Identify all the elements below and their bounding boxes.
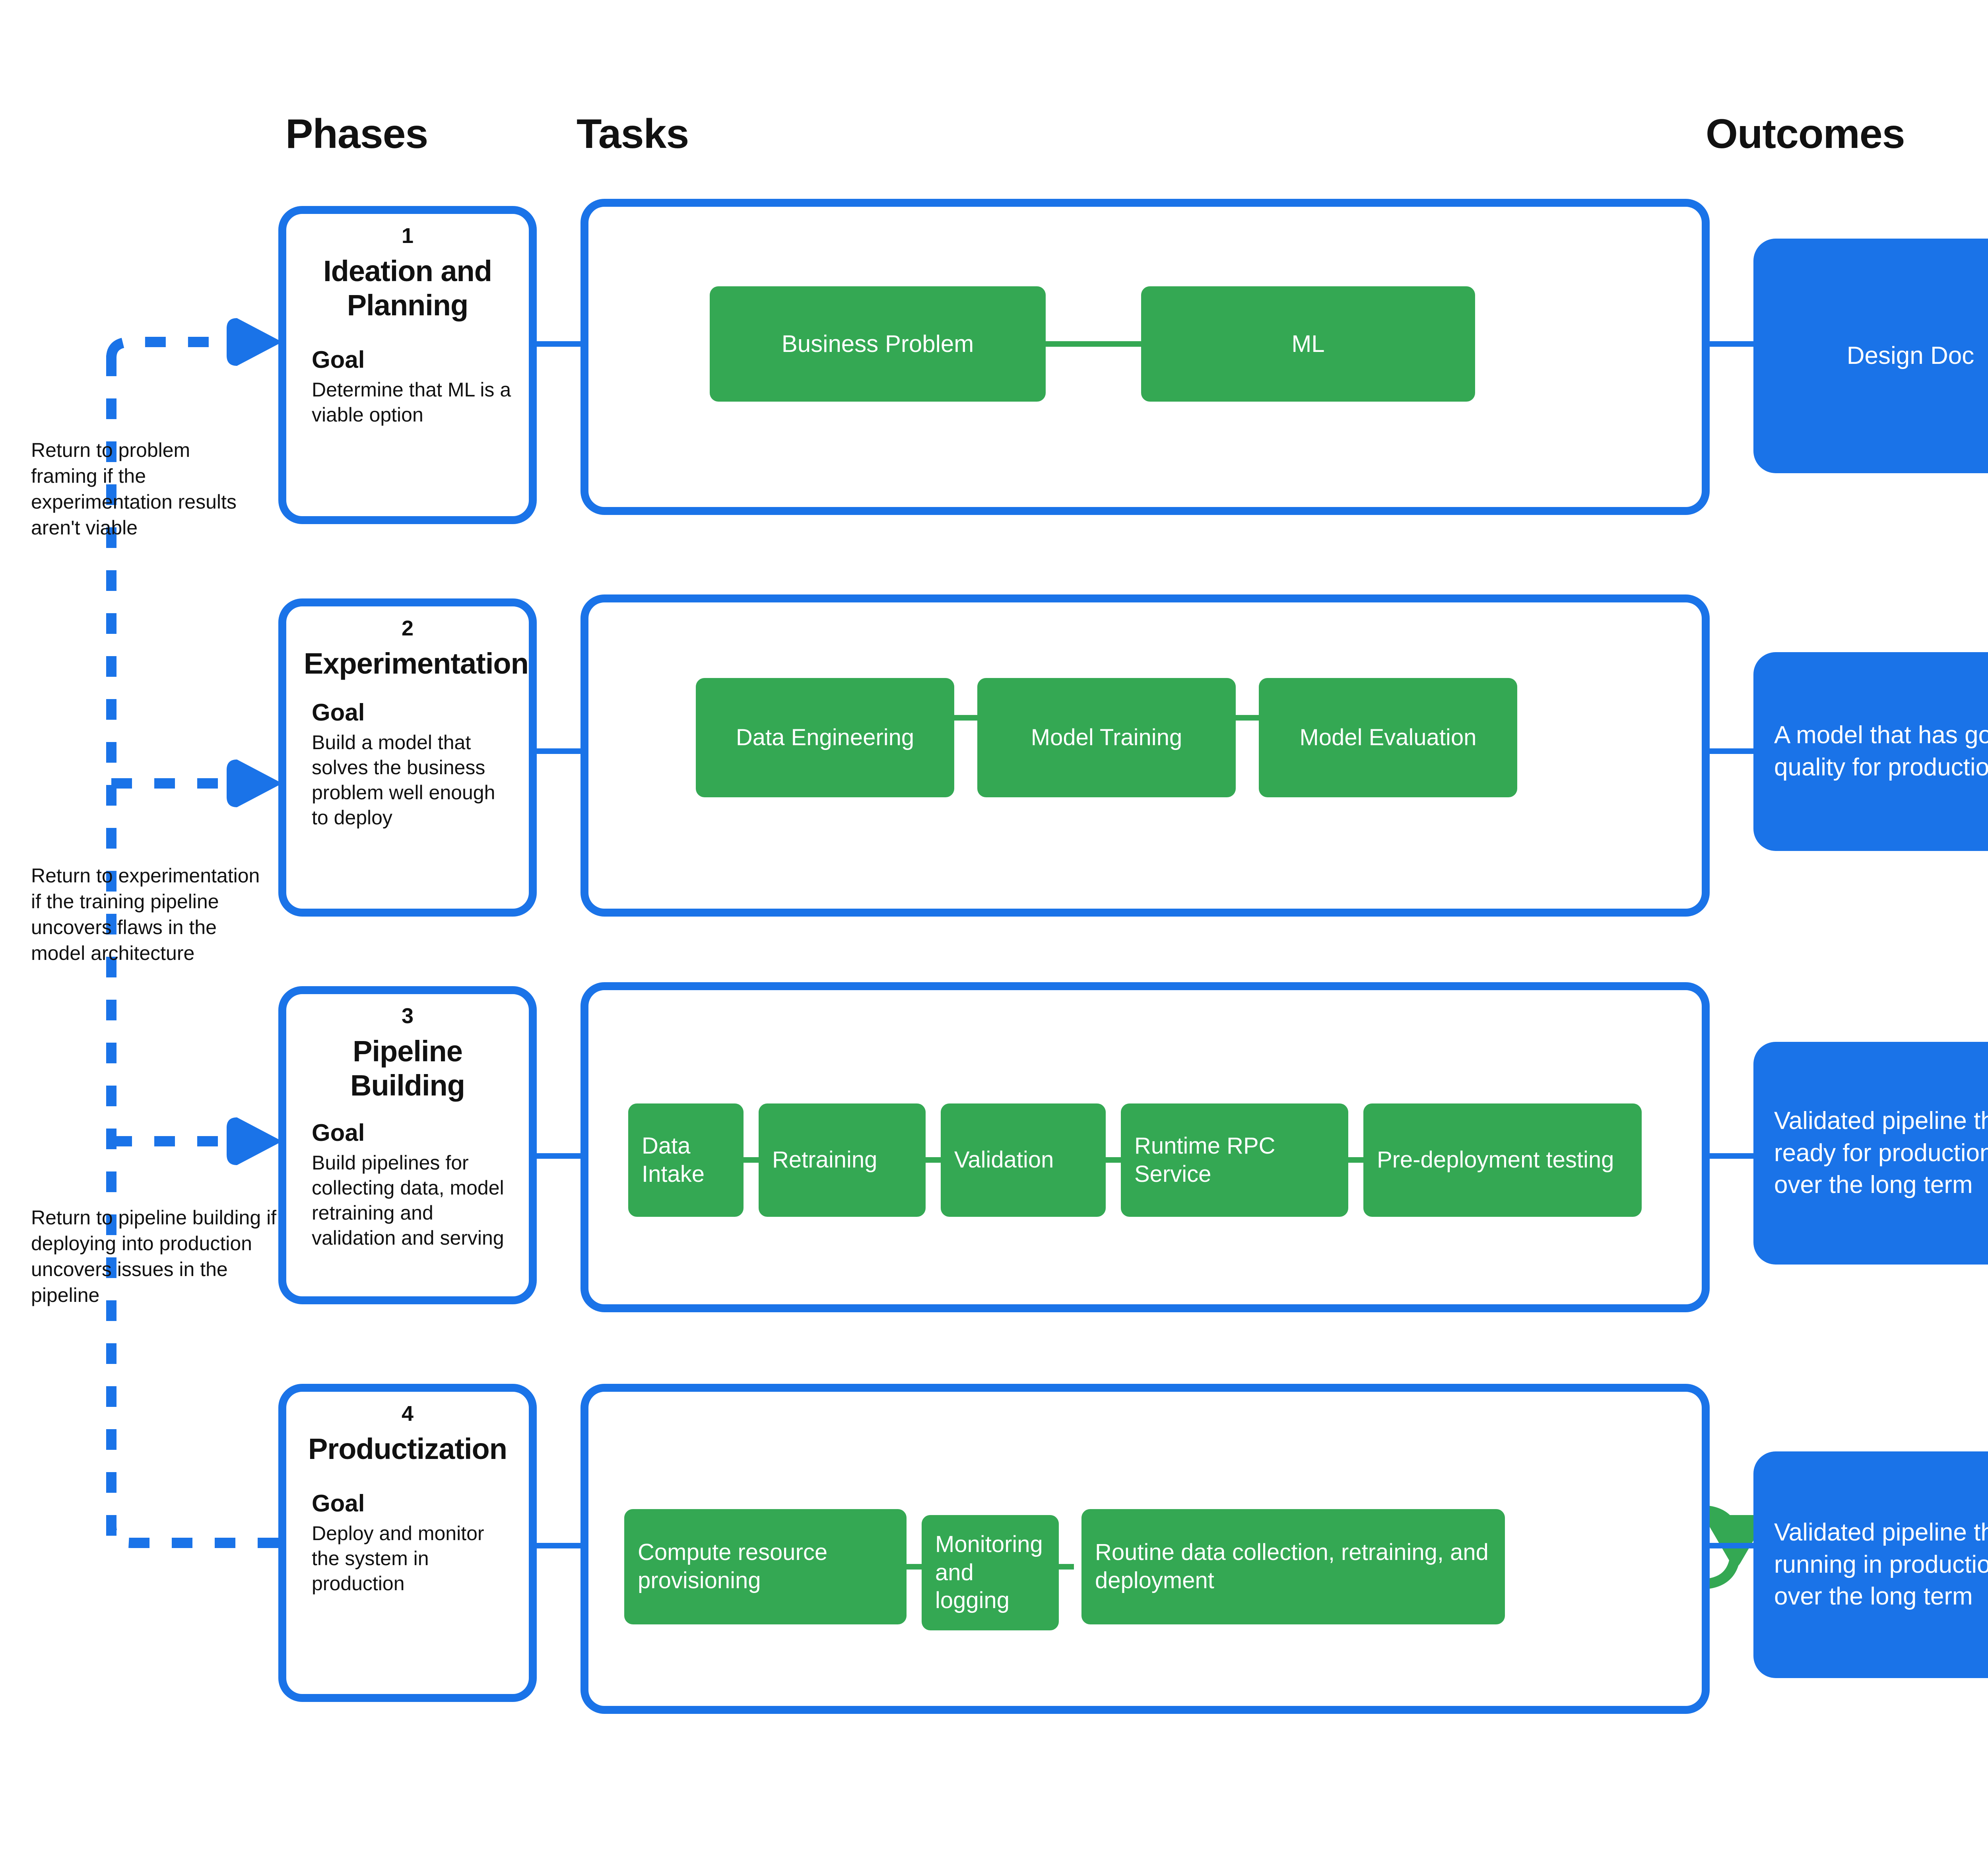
connector-phase-2-to-tasks bbox=[537, 748, 580, 754]
goal-label-3: Goal bbox=[312, 1119, 365, 1146]
task-connector-4-2 bbox=[1059, 1564, 1074, 1570]
task-box-3-5[interactable]: Pre-deployment testing bbox=[1363, 1103, 1642, 1217]
task-connector-3-4 bbox=[1348, 1157, 1363, 1163]
return-arrowhead-phase-1 bbox=[227, 318, 282, 366]
goal-label-1: Goal bbox=[312, 346, 365, 373]
column-header-tasks: Tasks bbox=[577, 111, 689, 157]
phase-number-2: 2 bbox=[401, 616, 414, 640]
connector-phase-4-to-tasks bbox=[537, 1543, 580, 1548]
phase-title-4: Productization bbox=[308, 1432, 507, 1466]
connector-tasks-2-to-outcome bbox=[1710, 748, 1753, 754]
task-panel-3: Data Intake Retraining Validation Runtim… bbox=[580, 982, 1710, 1312]
column-header-outcomes: Outcomes bbox=[1706, 111, 1905, 157]
task-box-2-2[interactable]: Model Training bbox=[977, 678, 1236, 797]
task-box-2-3[interactable]: Model Evaluation bbox=[1259, 678, 1517, 797]
return-path-from-phase-4 bbox=[106, 1526, 278, 1548]
task-panel-1: Business Problem ML bbox=[580, 199, 1710, 515]
task-box-4-2[interactable]: Monitoring and logging bbox=[922, 1515, 1059, 1630]
goal-text-2: Build a model that solves the business p… bbox=[312, 731, 495, 829]
outcome-box-2[interactable]: A model that has good quality for produc… bbox=[1753, 652, 1988, 851]
task-box-3-3[interactable]: Validation bbox=[941, 1103, 1106, 1217]
phase-title-2: Experimentation bbox=[304, 647, 529, 680]
return-label-1: Return to problem framing if the experim… bbox=[31, 439, 237, 539]
return-arrowhead-phase-2 bbox=[227, 760, 282, 807]
task-panel-2: Data Engineering Model Training Model Ev… bbox=[580, 594, 1710, 917]
task-connector-3-1 bbox=[744, 1157, 759, 1163]
phase-card-4[interactable]: 4 Productization Goal Deploy and monitor… bbox=[278, 1384, 537, 1702]
outcome-box-3[interactable]: Validated pipeline that's ready for prod… bbox=[1753, 1042, 1988, 1265]
return-label-2: Return to experimentation if the trainin… bbox=[31, 864, 260, 964]
phase-number-4: 4 bbox=[401, 1402, 414, 1426]
outcome-box-4[interactable]: Validated pipeline that's running in pro… bbox=[1753, 1451, 1988, 1678]
goal-text-1: Determine that ML is a viable option bbox=[312, 379, 511, 426]
phase-card-1[interactable]: 1 Ideation and Planning Goal Determine t… bbox=[278, 206, 537, 524]
task-box-1-2[interactable]: ML bbox=[1141, 286, 1475, 402]
goal-text-3: Build pipelines for collecting data, mod… bbox=[312, 1152, 504, 1249]
task-box-4-1[interactable]: Compute resource provisioning bbox=[624, 1509, 907, 1624]
return-arrowhead-phase-3 bbox=[227, 1117, 282, 1165]
connector-tasks-3-to-outcome bbox=[1710, 1153, 1753, 1159]
goal-label-4: Goal bbox=[312, 1490, 365, 1517]
task-connector-2-1 bbox=[954, 715, 977, 721]
task-box-3-2[interactable]: Retraining bbox=[759, 1103, 926, 1217]
task-connector-1-1 bbox=[1046, 341, 1141, 347]
column-header-phases: Phases bbox=[285, 111, 428, 157]
phase-card-2[interactable]: 2 Experimentation Goal Build a model tha… bbox=[278, 598, 537, 917]
task-box-3-1[interactable]: Data Intake bbox=[628, 1103, 744, 1217]
task-box-2-1[interactable]: Data Engineering bbox=[696, 678, 954, 797]
phase-number-3: 3 bbox=[401, 1004, 414, 1028]
task-connector-4-1 bbox=[907, 1564, 922, 1570]
connector-tasks-1-to-outcome bbox=[1710, 341, 1753, 347]
task-connector-3-2 bbox=[926, 1157, 941, 1163]
phase-card-3[interactable]: 3 Pipeline Building Goal Build pipelines… bbox=[278, 986, 537, 1304]
phase-title-1: Ideation and Planning bbox=[323, 254, 492, 322]
task-box-3-4[interactable]: Runtime RPC Service bbox=[1121, 1103, 1348, 1217]
task-box-1-1[interactable]: Business Problem bbox=[710, 286, 1046, 402]
goal-text-4: Deploy and monitor the system in product… bbox=[312, 1522, 484, 1595]
connector-phase-1-to-tasks bbox=[537, 341, 580, 347]
task-connector-3-3 bbox=[1106, 1157, 1121, 1163]
phase-number-1: 1 bbox=[401, 224, 414, 248]
connector-tasks-4-to-outcome bbox=[1710, 1543, 1753, 1548]
return-path-to-phase-1 bbox=[106, 337, 239, 358]
goal-label-2: Goal bbox=[312, 699, 365, 726]
task-connector-2-2 bbox=[1236, 715, 1259, 721]
task-panel-4: Compute resource provisioning Monitoring… bbox=[580, 1384, 1710, 1714]
phase-title-3: Pipeline Building bbox=[350, 1035, 465, 1102]
connector-phase-3-to-tasks bbox=[537, 1153, 580, 1159]
return-label-3: Return to pipeline building if deploying… bbox=[31, 1206, 277, 1306]
task-box-4-3[interactable]: Routine data collection, retraining, and… bbox=[1081, 1509, 1505, 1624]
outcome-box-1[interactable]: Design Doc bbox=[1753, 239, 1988, 473]
